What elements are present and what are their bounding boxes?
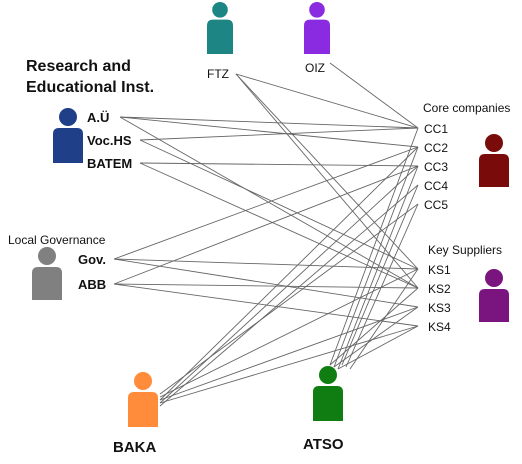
link-au-cc1 [119, 116, 419, 129]
link-atso-cc3 [337, 165, 419, 370]
link-gov-ks1 [113, 258, 419, 270]
oiz-label: OIZ [305, 61, 325, 75]
link-ftz-cc1 [235, 73, 419, 129]
local-governance-title: Local Governance [8, 233, 106, 247]
link-au-ks2 [119, 116, 419, 289]
link-batem-cc3 [139, 162, 419, 167]
link-abb-ks2 [113, 283, 419, 289]
member-au: A.Ü [87, 110, 110, 125]
link-baka-ks3 [159, 306, 419, 401]
key-suppliers-title: Key Suppliers [428, 243, 503, 257]
member-ks1: KS1 [428, 263, 451, 277]
link-baka-cc2 [159, 146, 419, 401]
member-ks2: KS2 [428, 282, 451, 296]
member-cc3: CC3 [424, 160, 449, 174]
member-ks3: KS3 [428, 301, 451, 315]
atso-label: ATSO [303, 436, 344, 453]
member-voc-hs: Voc.HS [87, 133, 132, 148]
member-cc2: CC2 [424, 141, 449, 155]
link-baka-cc4 [159, 184, 419, 407]
link-voc-cc1 [139, 127, 419, 141]
link-oiz-cc1 [329, 62, 419, 129]
link-ftz-ks2 [235, 73, 419, 289]
member-cc5: CC5 [424, 198, 449, 212]
link-atso-cc1 [329, 127, 419, 366]
link-atso-cc4 [341, 184, 419, 366]
link-gov-cc2 [113, 146, 419, 260]
link-voc-ks1 [139, 139, 419, 270]
member-cc1: CC1 [424, 122, 449, 136]
link-atso-ks2 [329, 287, 419, 366]
ftz-label: FTZ [207, 67, 229, 81]
member-abb: ABB [78, 277, 107, 292]
link-abb-cc3 [113, 165, 419, 285]
link-baka-cc3 [159, 165, 419, 404]
link-atso-cc2 [333, 146, 419, 368]
link-baka-ks4 [159, 325, 419, 404]
core-companies-title: Core companies [423, 101, 511, 115]
link-atso-ks4 [337, 325, 419, 370]
member-ks4: KS4 [428, 320, 451, 334]
member-cc4: CC4 [424, 179, 449, 193]
research-group-title: Research and Educational Inst. [26, 58, 155, 96]
link-atso-ks1 [349, 268, 419, 370]
link-baka-cc5 [159, 203, 419, 395]
link-atso-ks3 [333, 306, 419, 368]
member-gov: Gov. [78, 252, 106, 267]
link-baka-ks1 [159, 268, 419, 398]
link-ftz-ks1 [235, 73, 419, 270]
link-atso-cc5 [345, 203, 419, 368]
link-abb-ks4 [113, 283, 419, 327]
link-au-cc2 [119, 116, 419, 148]
link-gov-ks3 [113, 258, 419, 308]
member-batem: BATEM [87, 156, 133, 171]
baka-label: BAKA [113, 439, 157, 456]
